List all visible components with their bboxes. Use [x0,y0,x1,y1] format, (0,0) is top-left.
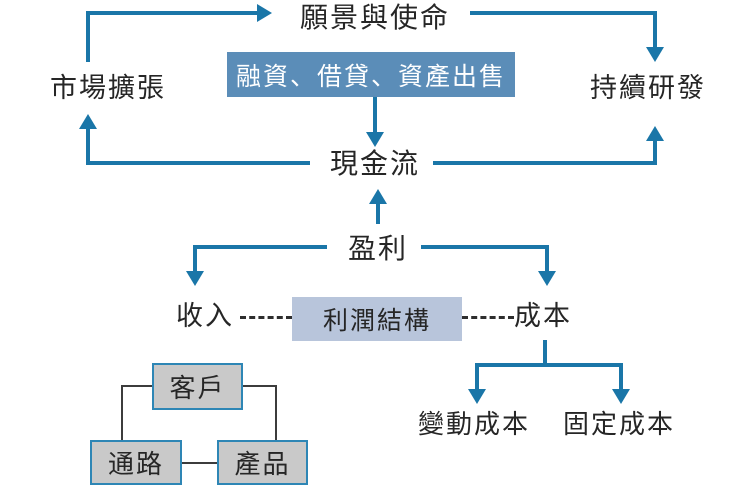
arrowhead-into-rd [646,47,664,62]
link-customer-channel-horizontal [121,385,152,387]
arrow-profit-to-cost-vertical [545,245,549,271]
arrow-cashflow-to-rd-vertical [653,141,657,165]
arrow-cashflow-to-rd-horizontal [433,161,657,165]
profit-structure-box: 利潤結構 [292,297,462,341]
arrowhead-into-cashflow [366,132,384,147]
line-branch-fixed-vertical [619,363,623,389]
product-box: 產品 [217,440,308,485]
arrowhead-into-revenue [186,271,204,286]
customer-box: 客戶 [152,363,243,410]
node-fixed-cost: 固定成本 [562,409,675,439]
arrowhead-profit-into-cashflow [369,189,387,204]
line-branch-variable-vertical [475,363,479,389]
line-cost-branch-stem [543,340,547,367]
arrowhead-into-rd-bottom [646,126,664,141]
arrowhead-into-variable-cost [468,389,486,404]
arrow-profit-to-revenue-vertical [193,245,197,271]
node-profit: 盈利 [347,233,408,264]
arrowhead-into-market-expansion [79,114,97,129]
link-channel-product [182,462,217,464]
arrow-financing-to-cashflow [373,97,377,132]
node-cash-flow: 現金流 [329,148,420,179]
link-customer-product-horizontal [243,385,277,387]
node-revenue: 收入 [176,301,234,331]
arrowhead-into-vision [257,4,272,22]
financing-box: 融資、借貸、資產出售 [227,52,515,97]
link-customer-product-vertical [275,385,277,440]
node-variable-cost: 變動成本 [417,409,530,439]
arrow-profit-to-cost-horizontal [421,245,549,249]
dashed-link-revenue-structure [240,316,292,319]
node-continuous-rd: 持續研發 [590,73,706,103]
arrow-vision-to-rd-horizontal [470,11,657,15]
arrowhead-into-cost [538,271,556,286]
arrow-cashflow-to-market-horizontal [86,161,310,165]
arrowhead-into-fixed-cost [612,389,630,404]
channel-box: 通路 [90,440,182,485]
node-market-expansion: 市場擴張 [50,73,166,103]
arrow-profit-to-revenue-horizontal [193,245,327,249]
arrow-cashflow-to-market-vertical [86,129,90,165]
node-vision: 願景與使命 [299,2,450,33]
arrow-vision-to-rd-vertical [653,11,657,48]
arrow-profit-to-cashflow [376,204,380,224]
line-cost-branch-horizontal [475,363,623,367]
link-customer-channel-vertical [121,385,123,440]
arrow-market-to-vision-vertical [86,13,90,62]
node-cost: 成本 [514,301,572,331]
arrow-market-to-vision-horizontal [86,11,257,15]
dashed-link-structure-cost [462,316,514,319]
